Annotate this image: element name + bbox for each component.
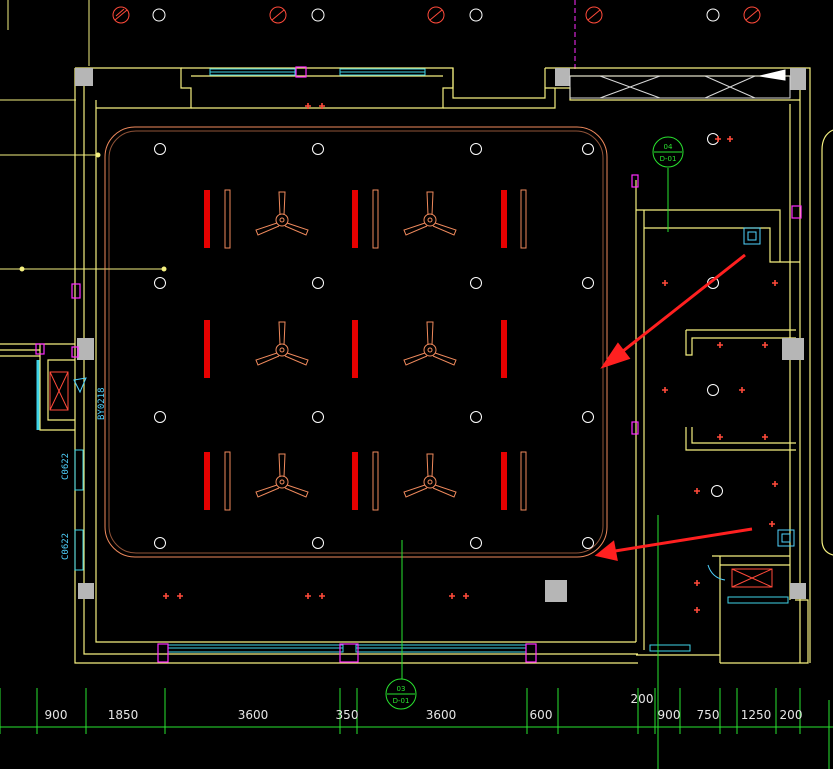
ceiling-fans [255, 191, 457, 498]
spot-lamp-icon [449, 593, 455, 599]
dim-label: 200 [631, 692, 654, 706]
walls [0, 67, 833, 664]
spot-lamp-icon [463, 593, 469, 599]
downlight-icon [311, 8, 325, 22]
dim-label: 900 [45, 708, 68, 722]
spot-lamp-icon [717, 434, 723, 440]
downlight-icon [469, 8, 483, 22]
magenta-markers [35, 66, 802, 663]
section-bubble-bottom: 03 D-01 [385, 678, 417, 710]
spot-lamp-icon [163, 593, 169, 599]
dim-label: 900 [658, 708, 681, 722]
hatched-fixture-icon [427, 6, 445, 24]
hatched-fixture-icon [269, 6, 287, 24]
hatched-fixture-icon [743, 6, 761, 24]
section-bubble-bottom-number: 03 [397, 685, 406, 693]
arrow-lower-head [594, 540, 618, 561]
ceiling-fan-icon [403, 321, 457, 366]
ceiling-outline [104, 126, 608, 558]
downlight-icon [706, 8, 720, 22]
light-strips [204, 189, 527, 511]
spot-lamp-icon [694, 488, 700, 494]
section-lines [401, 168, 669, 769]
structural-piers [75, 68, 806, 602]
spot-lamp-icon [727, 136, 733, 142]
dim-label: 600 [530, 708, 553, 722]
spot-lamp-icon [769, 521, 775, 527]
spot-lamp-icon [739, 387, 745, 393]
top-fixture-row [112, 0, 761, 70]
ceiling-fan-icon [255, 191, 309, 236]
dimension-line [0, 688, 833, 734]
spot-lamp-icon [662, 280, 668, 286]
side-tag-low: C0622 [61, 533, 71, 560]
equipment [49, 69, 795, 588]
dim-label: 1850 [108, 708, 139, 722]
spot-lamp-icon [177, 593, 183, 599]
arrow-upper-head [600, 342, 631, 369]
ceiling-fan-icon [255, 453, 309, 498]
section-bubble-bottom-ref: D-01 [393, 697, 410, 705]
hatched-fixture-icon [585, 6, 603, 24]
ceiling-fan-icon [403, 191, 457, 236]
dim-label: 200 [780, 708, 803, 722]
spot-lamp-icon [694, 580, 700, 586]
annotation-arrows [594, 253, 753, 561]
arrow-upper [617, 253, 746, 357]
spot-lamp-icon [662, 387, 668, 393]
downlight-icon [152, 8, 166, 22]
spot-lamp-icon [762, 342, 768, 348]
dim-label: 750 [697, 708, 720, 722]
side-tag-upper: BY0218 [97, 387, 107, 420]
spot-lamp-icon [772, 481, 778, 487]
spot-lamp-icon [305, 593, 311, 599]
ceiling-fan-icon [255, 321, 309, 366]
section-bubble-top: 04 D-01 [652, 136, 684, 168]
side-tag-mid: C0622 [61, 453, 71, 480]
spot-lamp-icon [715, 136, 721, 142]
dim-label: 350 [336, 708, 359, 722]
hatched-fixture-icon [112, 6, 130, 24]
dim-label: 3600 [426, 708, 457, 722]
spot-lamp-icon [772, 280, 778, 286]
spot-lamp-icon [717, 342, 723, 348]
dimension-labels: 900 1850 3600 350 3600 600 200 900 750 1… [45, 692, 803, 722]
spot-lamp-icon [305, 103, 311, 109]
dim-label: 1250 [741, 708, 772, 722]
ceiling-fan-icon [403, 453, 457, 498]
spot-lamp-icon [319, 593, 325, 599]
section-bubble-top-ref: D-01 [660, 155, 677, 163]
leader-lines [0, 0, 167, 272]
spot-lamp-icon [762, 434, 768, 440]
spot-lamp-icon [694, 607, 700, 613]
spot-lamp-icon [319, 103, 325, 109]
spot-lamps [163, 103, 778, 613]
dim-label: 3600 [238, 708, 269, 722]
section-bubble-top-number: 04 [664, 143, 673, 151]
arrow-lower [614, 527, 753, 553]
